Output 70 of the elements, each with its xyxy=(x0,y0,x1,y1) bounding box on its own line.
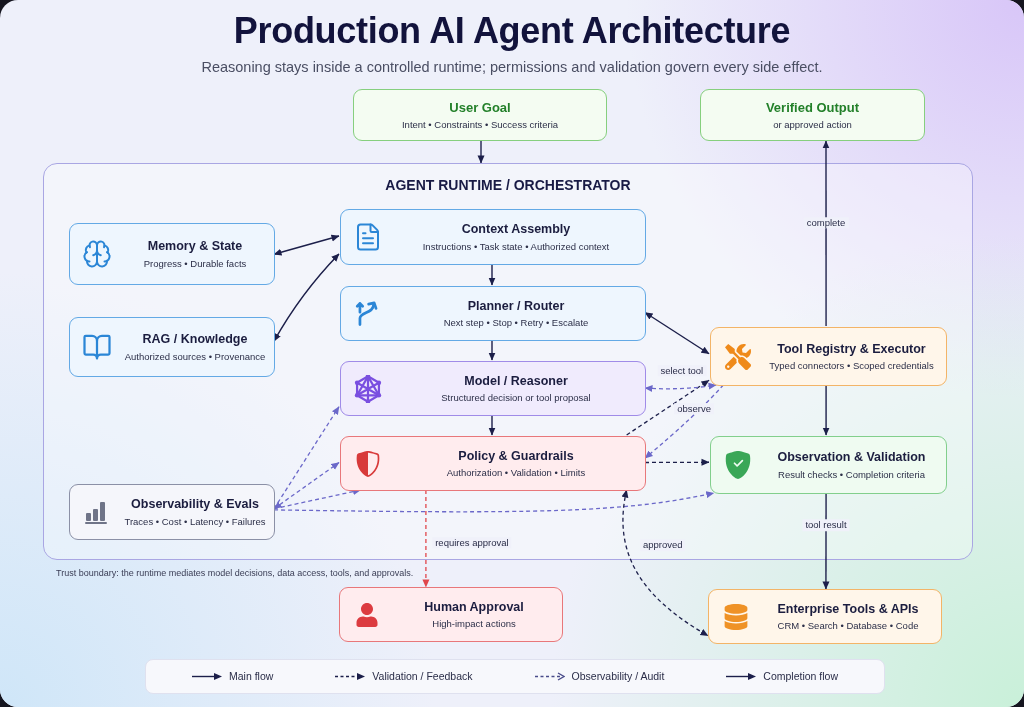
node-subtitle: Result checks • Completion criteria xyxy=(778,469,925,479)
node-subtitle: Intent • Constraints • Success criteria xyxy=(401,119,559,130)
arrow xyxy=(488,339,496,361)
dashed-arrow xyxy=(644,384,724,459)
process-box xyxy=(340,436,646,491)
dashed-arrow xyxy=(422,489,430,588)
process-box xyxy=(708,589,942,644)
arrow xyxy=(477,140,485,164)
process-box xyxy=(69,223,275,285)
process-box xyxy=(69,484,275,540)
legend-label: Observability / Audit xyxy=(571,671,665,682)
arrow xyxy=(822,492,830,590)
node-title: Memory & State xyxy=(147,240,243,253)
process-box xyxy=(340,286,646,341)
node-title: Human Approval xyxy=(424,600,524,613)
node-title: Verified Output xyxy=(765,100,860,114)
node-subtitle: Authorization • Validation • Limits xyxy=(446,468,586,478)
arrow xyxy=(273,234,340,256)
arrow xyxy=(488,263,496,286)
node-title: Enterprise Tools & APIs xyxy=(777,602,919,615)
node-title: Planner / Router xyxy=(467,299,565,312)
node-subtitle: Structured decision or tool proposal xyxy=(441,393,591,403)
node-subtitle: Authorized sources • Provenance xyxy=(124,351,266,361)
legend-label: Completion flow xyxy=(763,671,839,682)
node-title: Tool Registry & Executor xyxy=(777,342,926,355)
note-text: Trust boundary: the runtime mediates model decisions, data access, tools, and approvals. xyxy=(56,569,414,578)
edge-label: tool result xyxy=(802,519,850,531)
node-subtitle: CRM • Search • Database • Code xyxy=(777,621,919,631)
title: Production AI Agent Architecture xyxy=(233,13,791,49)
dashed-arrow xyxy=(644,458,710,466)
group-title: AGENT RUNTIME / ORCHESTRATOR xyxy=(385,178,631,192)
node-title: RAG / Knowledge xyxy=(142,333,248,346)
process-box xyxy=(353,89,607,141)
edge-label: approved xyxy=(640,539,686,552)
dashed-arrow xyxy=(273,406,340,510)
dashed-arrow xyxy=(273,491,715,513)
process-box xyxy=(339,587,563,642)
arrow xyxy=(822,140,830,327)
node-subtitle: High-impact actions xyxy=(432,619,516,629)
process-box xyxy=(69,317,275,377)
node-title: Model / Reasoner xyxy=(464,374,568,387)
node-title: Policy & Guardrails xyxy=(458,449,574,462)
legend-label: Main flow xyxy=(228,671,274,682)
arrow xyxy=(644,311,710,355)
boundary-frame xyxy=(43,163,973,560)
dashed-arrow xyxy=(621,489,709,637)
legend-label: Validation / Feedback xyxy=(372,671,473,682)
process-box xyxy=(700,89,925,141)
subtitle: Reasoning stays inside a controlled runtime; permissions and validation govern every side effect. xyxy=(201,60,823,75)
arrow xyxy=(488,414,496,436)
node-title: Observability & Evals xyxy=(131,498,259,511)
node-subtitle: Progress • Durable facts xyxy=(143,258,247,268)
node-title: Context Assembly xyxy=(461,223,571,236)
node-subtitle: Next step • Stop • Retry • Escalate xyxy=(443,318,589,328)
dashed-arrow xyxy=(626,379,710,436)
node-subtitle: Typed connectors • Scoped credentials xyxy=(769,361,934,371)
dashed-arrow xyxy=(644,382,717,392)
arrow xyxy=(273,253,340,342)
dashed-arrow xyxy=(273,461,340,510)
node-subtitle: Traces • Cost • Latency • Failures xyxy=(124,516,266,526)
node-title: User Goal xyxy=(449,100,511,114)
node-subtitle: or approved action xyxy=(773,119,852,130)
node-title: Observation & Validation xyxy=(777,451,926,464)
process-box xyxy=(710,436,947,494)
arrow xyxy=(822,384,830,436)
dashed-arrow xyxy=(273,488,362,510)
process-box xyxy=(340,361,646,416)
process-box xyxy=(710,327,947,386)
process-box xyxy=(340,209,646,265)
node-subtitle: Instructions • Task state • Authorized context xyxy=(422,241,610,251)
